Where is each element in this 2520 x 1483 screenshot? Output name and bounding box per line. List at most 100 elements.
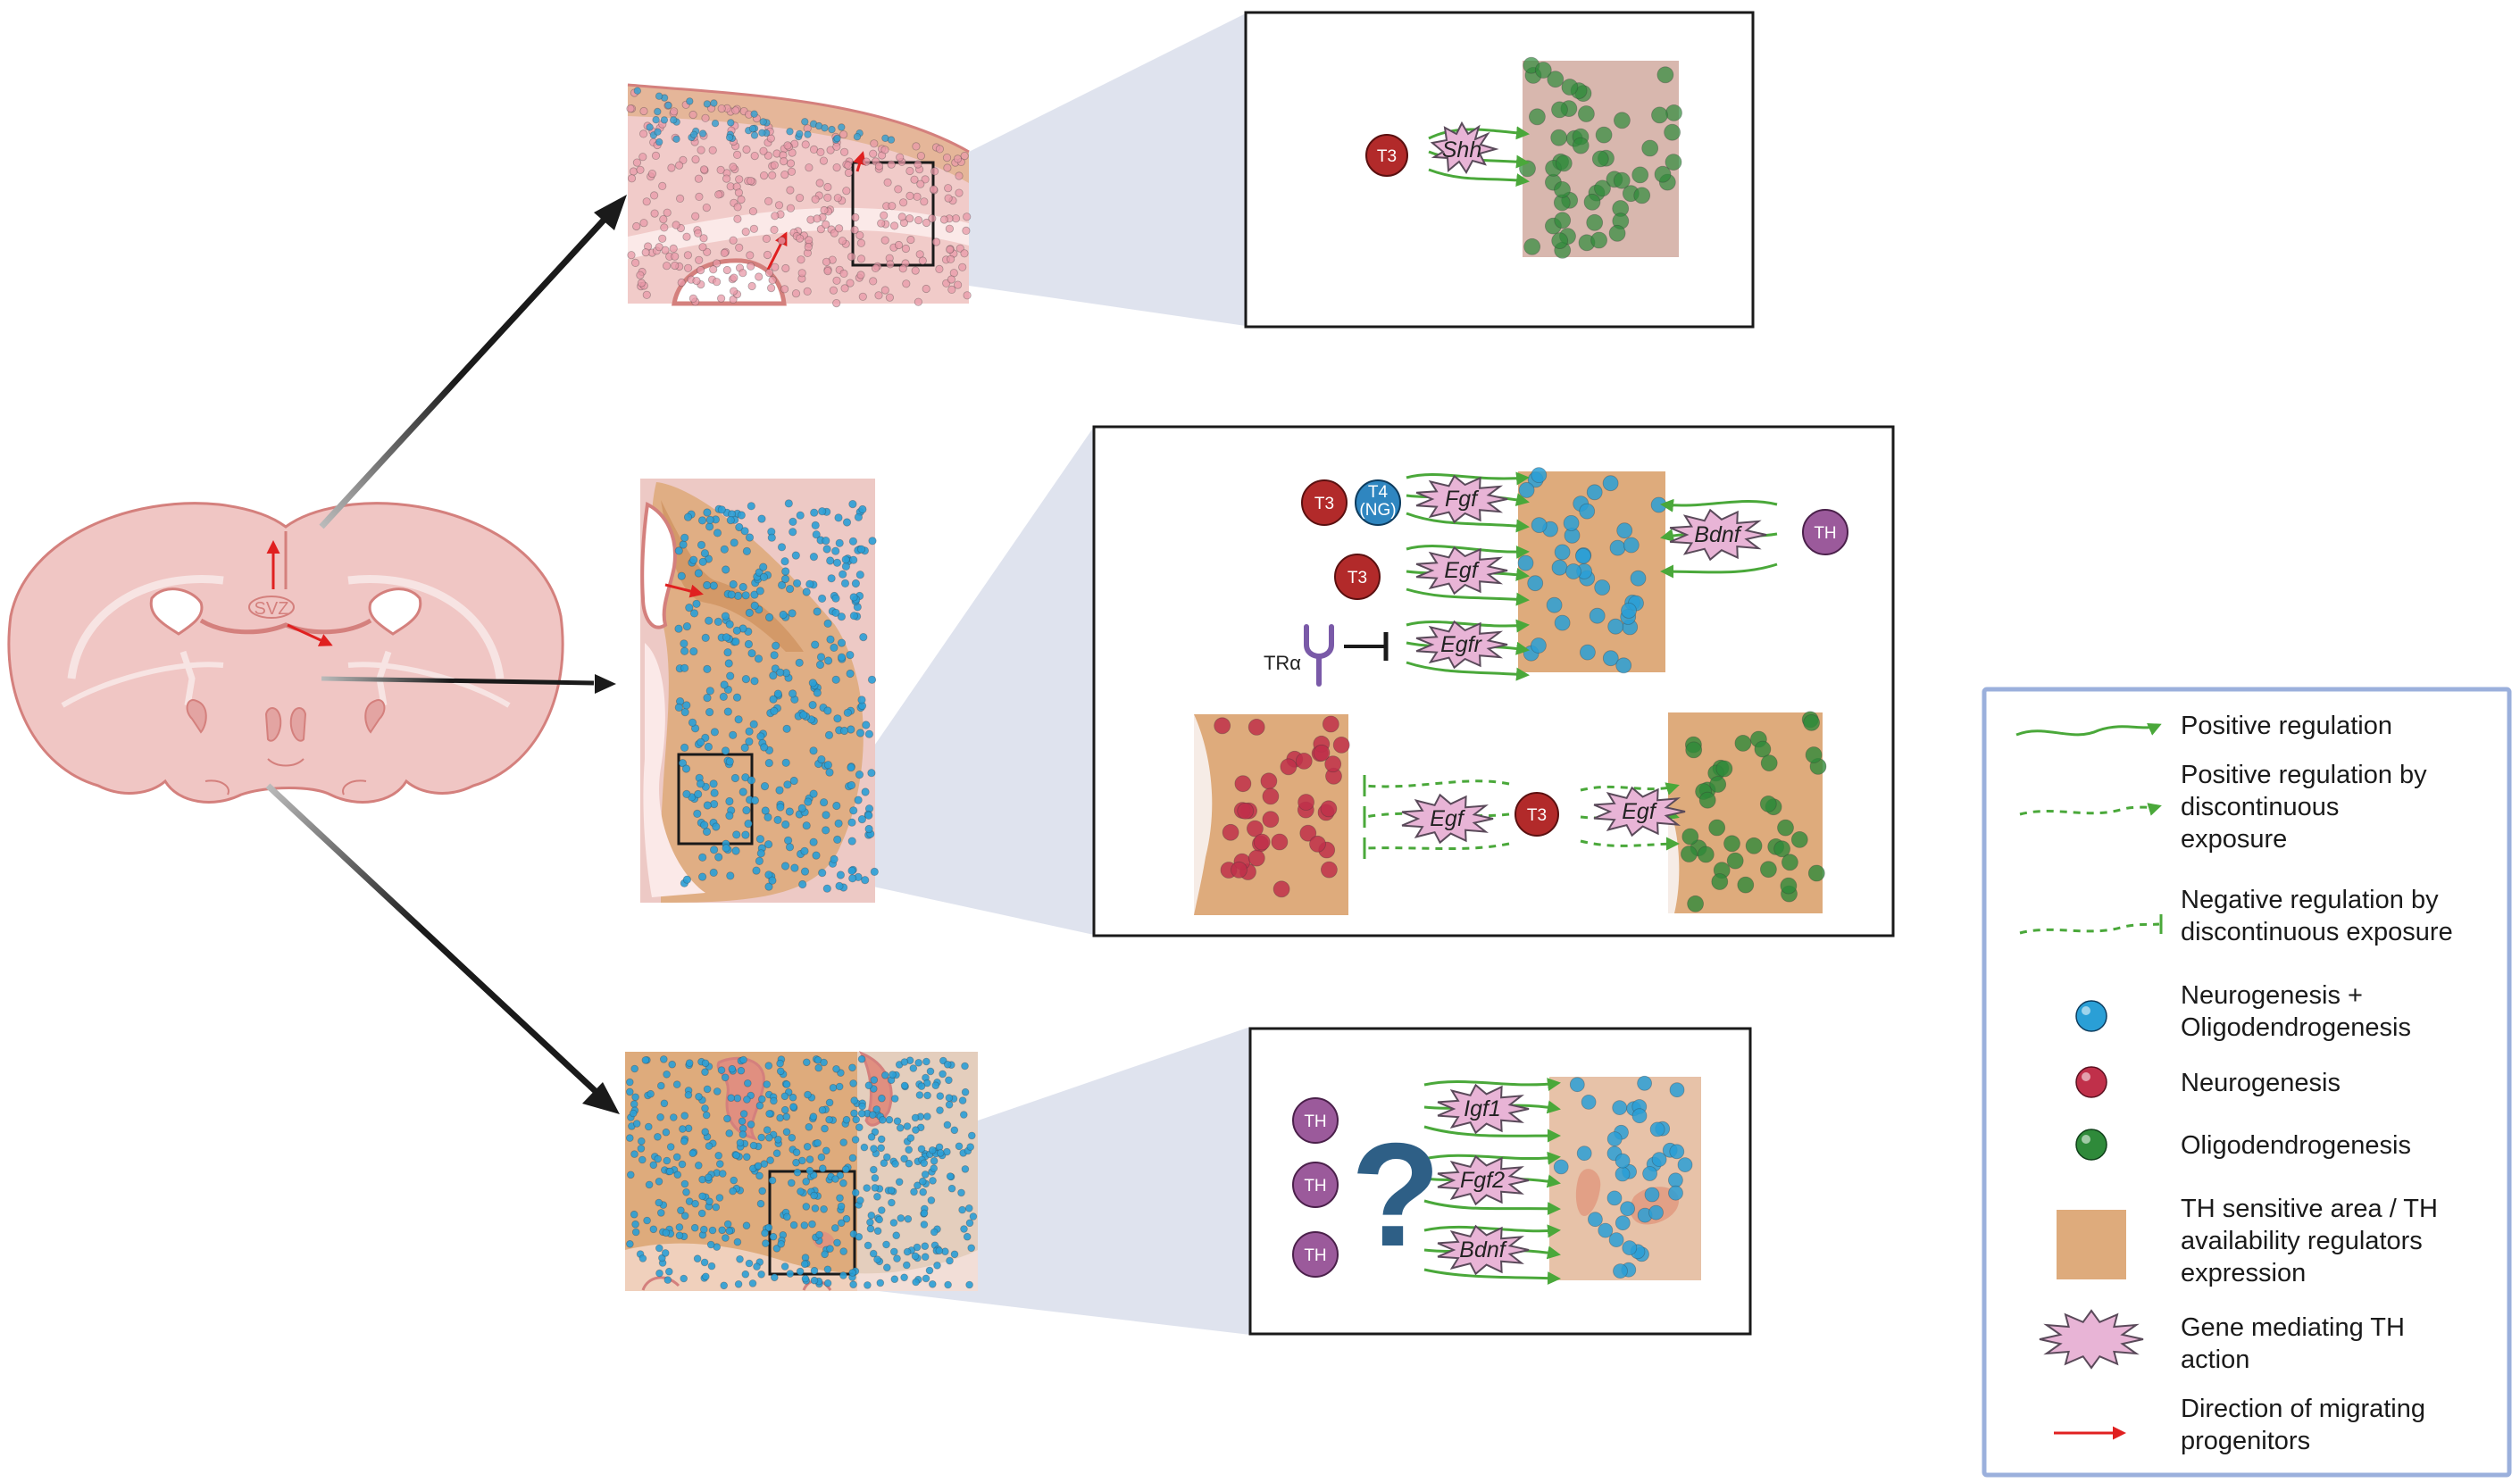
cell-dot: [930, 1164, 938, 1172]
cell-dot: [835, 881, 844, 891]
cell-dot: [721, 746, 730, 755]
cell-dot: [837, 653, 847, 662]
cell-dot: [630, 1100, 638, 1108]
cell-dot: [722, 174, 731, 183]
cell-dot: [911, 266, 920, 275]
cell-dot: [675, 194, 685, 203]
cell-dot: [698, 853, 707, 862]
cell-dot: [791, 551, 800, 560]
cell-dot: [665, 1167, 674, 1176]
cell-dot: [802, 821, 811, 830]
cell-dot: [1687, 895, 1704, 912]
cell-dot: [955, 1142, 964, 1151]
cell-dot: [880, 236, 889, 245]
cell-dot: [776, 668, 785, 677]
cell-dot: [763, 1126, 772, 1134]
cell-dot: [775, 786, 784, 795]
cell-dot: [720, 1281, 728, 1290]
cell-dot: [809, 552, 819, 562]
cell-dot: [848, 1063, 856, 1072]
cell-dot: [781, 263, 790, 273]
cell-dot: [708, 146, 717, 154]
cell-dot: [827, 574, 836, 583]
legend-orange-line1: TH sensitive area / TH: [2181, 1195, 2438, 1223]
cell-dot: [686, 97, 694, 105]
cell-dot: [761, 1229, 769, 1237]
cell-dot: [669, 244, 678, 253]
cell-dot: [1698, 791, 1716, 809]
cell-dot: [741, 591, 750, 600]
cell-dot: [889, 1247, 898, 1256]
cell-dot: [810, 1276, 819, 1285]
cell-dot: [782, 1128, 791, 1137]
region-thumbnail-striatum: [625, 1051, 978, 1291]
cell-dot: [1588, 1212, 1603, 1228]
cell-dot: [1782, 854, 1798, 871]
cell-dot: [785, 584, 795, 594]
cell-dot: [690, 1223, 699, 1232]
cell-dot: [905, 214, 914, 223]
cell-dot: [660, 1099, 669, 1108]
cell-dot: [841, 562, 851, 571]
positive-regulation-arrow-icon: [2015, 723, 2162, 737]
cell-dot: [926, 1067, 935, 1076]
green-cell-icon: [2075, 1129, 2107, 1161]
cell-dot: [715, 1194, 724, 1202]
cell-dot: [1324, 755, 1342, 773]
cell-dot: [1583, 193, 1601, 211]
cell-dot: [837, 1202, 846, 1211]
cell-dot: [898, 264, 907, 273]
svz-oval: [248, 596, 295, 619]
cell-dot: [627, 174, 637, 183]
cell-dot: [1648, 1204, 1664, 1221]
cell-dot: [662, 1128, 671, 1137]
cell-dot: [1322, 715, 1339, 733]
cell-dot: [1622, 1240, 1638, 1255]
cell-dot: [743, 1079, 752, 1087]
cell-dot: [695, 255, 704, 264]
cell-dot: [683, 512, 693, 521]
cell-dot: [654, 107, 662, 116]
cell-dot: [672, 1153, 681, 1162]
cell-dot: [680, 1112, 688, 1120]
cell-dot: [725, 757, 734, 766]
cell-dot: [656, 1209, 665, 1217]
cell-dot: [914, 160, 922, 169]
cell-dot: [764, 1062, 773, 1070]
gene-star-fgf: [1415, 474, 1508, 524]
cell-dot: [680, 743, 689, 753]
legend-dashed-negative-line2: discontinuous exposure: [2181, 918, 2453, 946]
cell-dot: [903, 1247, 912, 1256]
hormone-th-bdnf: [1802, 509, 1848, 555]
cell-dot: [696, 779, 705, 788]
cell-dot: [745, 608, 754, 618]
cell-dot: [789, 776, 798, 786]
cell-dot: [654, 1133, 662, 1141]
cell-dot: [946, 1172, 955, 1180]
cell-dot: [702, 204, 711, 212]
gene-bdnf-bottom: Bdnf: [1459, 1237, 1507, 1262]
cell-dot: [1723, 835, 1740, 853]
cell-dot: [680, 1212, 689, 1220]
cell-dot: [1222, 823, 1239, 841]
cell-dot: [774, 1136, 782, 1144]
cell-dot: [832, 801, 841, 811]
cell-dot: [754, 654, 764, 663]
cell-dot: [833, 1238, 841, 1247]
cell-dot: [660, 223, 669, 232]
cell-dot: [655, 1198, 663, 1207]
cell-dot: [942, 154, 952, 162]
cell-dot: [809, 746, 818, 755]
cell-dot: [741, 228, 750, 237]
cell-dot: [802, 1178, 810, 1186]
cell-dot: [905, 1159, 914, 1168]
cell-dot: [739, 1055, 747, 1064]
cell-dot: [783, 1212, 791, 1221]
cell-dot: [768, 171, 777, 179]
cell-dot: [867, 675, 877, 684]
cell-dot: [739, 1110, 748, 1118]
cell-dot: [871, 263, 880, 272]
cell-dot: [785, 807, 794, 816]
cell-dot: [737, 511, 746, 520]
